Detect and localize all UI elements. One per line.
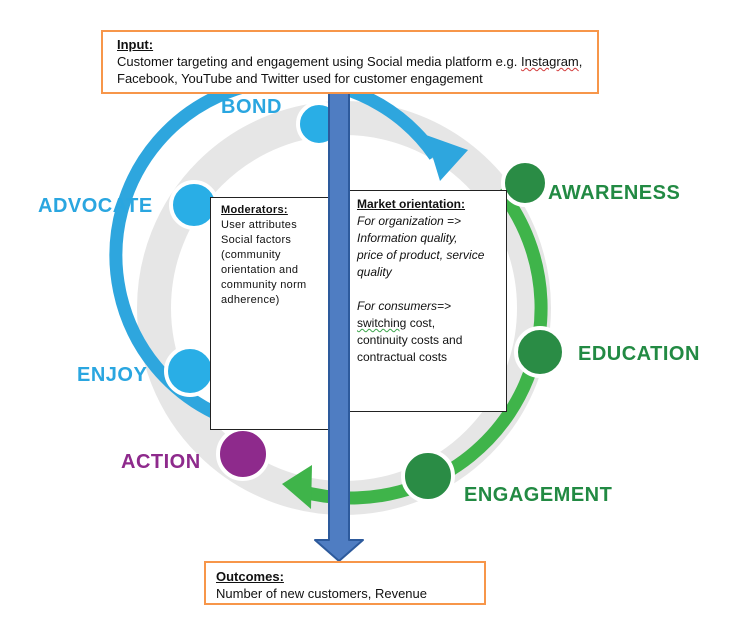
action-node <box>216 427 270 481</box>
market-final-line: contractual costs <box>357 350 448 364</box>
input-title: Input: <box>117 37 154 52</box>
label-enjoy: ENJOY <box>77 364 148 386</box>
label-engagement: ENGAGEMENT <box>464 484 613 506</box>
label-education: EDUCATION <box>578 343 700 365</box>
blue-arrowhead <box>426 135 468 181</box>
market-switching-line: switching cost, <box>357 315 496 332</box>
switching-rest: cost, <box>406 316 436 330</box>
input-line-1: Customer targeting and engagement using … <box>117 53 583 70</box>
awareness-node <box>501 159 549 207</box>
moderators-title: Moderators: <box>221 204 288 216</box>
input-line-1-suffix: , <box>578 54 583 69</box>
label-bond: BOND <box>221 96 282 118</box>
education-node <box>514 326 566 378</box>
input-line-1-prefix: Customer targeting and engagement using … <box>117 54 521 69</box>
market-title: Market orientation: <box>357 197 466 211</box>
switching-word: switching <box>357 316 407 330</box>
moderators-line: adherence) <box>221 294 280 306</box>
outcomes-text: Number of new customers, Revenue <box>216 586 427 601</box>
market-consumer-line: For consumers=> <box>357 299 452 313</box>
outcomes-title: Outcomes: <box>216 569 284 584</box>
moderators-line: User attributes <box>221 219 298 231</box>
market-orientation-box: Market orientation: For organization => … <box>346 190 507 412</box>
label-action: ACTION <box>121 451 201 473</box>
moderators-line: orientation and <box>221 264 299 276</box>
moderators-box: Moderators: User attributes Social facto… <box>210 197 330 430</box>
outcomes-box: Outcomes: Number of new customers, Reven… <box>204 561 486 605</box>
green-arc <box>298 185 548 505</box>
engagement-node <box>401 449 455 503</box>
input-line-2: Facebook, YouTube and Twitter used for c… <box>117 71 483 86</box>
market-org-line: quality <box>357 265 392 279</box>
market-org-line: price of product, service <box>357 248 485 262</box>
input-box: Input: Customer targeting and engagement… <box>101 30 599 94</box>
instagram-word: Instagram <box>520 54 579 69</box>
moderators-line: community norm <box>221 279 307 291</box>
market-org-line: Information quality, <box>357 231 458 245</box>
moderators-line: (community <box>221 249 281 261</box>
green-arrowhead <box>282 465 312 509</box>
bond-node <box>296 101 342 147</box>
market-final-line: continuity costs and <box>357 333 463 347</box>
moderators-line: Social factors <box>221 234 292 246</box>
market-spacer <box>357 281 496 298</box>
market-org-line: For organization => <box>357 214 462 228</box>
label-advocate: ADVOCATE <box>38 195 153 217</box>
label-awareness: AWARENESS <box>548 182 681 204</box>
enjoy-node <box>164 345 216 397</box>
